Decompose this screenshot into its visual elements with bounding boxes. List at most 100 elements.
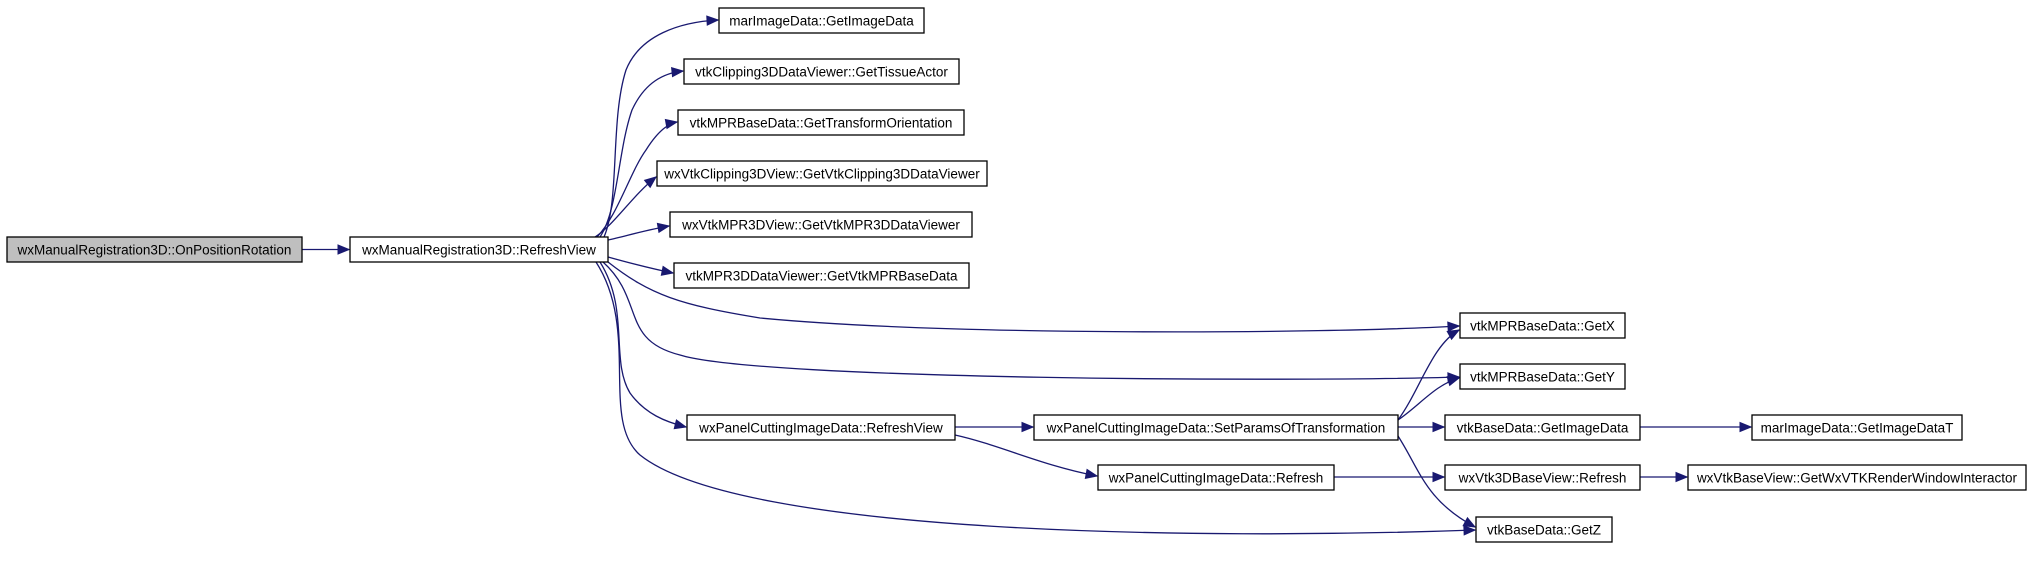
edge-arrowhead xyxy=(1432,421,1446,433)
call-edge-refreshView-to-getVtkMPRBaseData xyxy=(607,256,675,276)
edge-arrowhead xyxy=(1462,516,1477,528)
edge-arrowhead xyxy=(1739,421,1753,433)
edge-arrowhead xyxy=(1432,471,1446,483)
edge-line xyxy=(596,121,678,238)
function-node-get-interactor[interactable]: wxVtkBaseView::GetWxVTKRenderWindowInter… xyxy=(1687,464,2027,491)
call-edge-root-to-refreshView xyxy=(302,244,351,255)
edge-arrowhead xyxy=(1084,468,1099,479)
edge-arrowhead xyxy=(337,244,351,255)
function-node-get-image-data-t[interactable]: marImageData::GetImageDataT xyxy=(1751,414,1963,441)
node-box xyxy=(1475,516,1613,543)
edge-arrowhead xyxy=(1447,321,1461,332)
edge-arrowhead xyxy=(706,15,720,26)
edge-line xyxy=(599,70,684,238)
function-node-get-vtk-m-p-r-base-data[interactable]: vtkMPR3DDataViewer::GetVtkMPRBaseData xyxy=(673,262,970,289)
function-node-root: wxManualRegistration3D::OnPositionRotati… xyxy=(6,236,303,263)
call-edge-refreshView-to-getX xyxy=(607,261,1461,333)
call-edge-refreshView-to-getZ xyxy=(595,261,1477,536)
node-box xyxy=(1687,464,2027,491)
node-box xyxy=(1033,414,1399,441)
node-label: marImageData::GetImageDataT xyxy=(1761,421,1954,436)
function-node-set-params[interactable]: wxPanelCuttingImageData::SetParamsOfTran… xyxy=(1033,414,1399,441)
node-label: wxVtkMPR3DView::GetVtkMPR3DDataViewer xyxy=(681,218,960,233)
call-edge-refreshView-to-marGetImageData xyxy=(603,15,720,238)
function-node-get-vtk-clipping3-d-data-viewer[interactable]: wxVtkClipping3DView::GetVtkClipping3DDat… xyxy=(656,160,988,187)
function-node-base-get-image-data[interactable]: vtkBaseData::GetImageData xyxy=(1444,414,1641,441)
node-box xyxy=(718,7,925,34)
call-edge-baseGetImageData-to-getImageDataT xyxy=(1640,421,1753,433)
node-box xyxy=(6,236,303,263)
call-edge-panelRefreshView-to-setParams xyxy=(955,421,1035,433)
node-box xyxy=(1459,363,1626,390)
node-box xyxy=(656,160,988,187)
edge-arrowhead xyxy=(673,419,688,430)
node-label: wxPanelCuttingImageData::Refresh xyxy=(1108,471,1324,486)
node-box xyxy=(349,236,609,263)
node-label: wxManualRegistration3D::RefreshView xyxy=(361,243,596,258)
call-edge-refreshView-to-panelRefreshView xyxy=(599,261,688,430)
edge-arrowhead xyxy=(664,118,679,130)
call-nodes: wxManualRegistration3D::OnPositionRotati… xyxy=(6,7,2027,543)
edge-arrowhead xyxy=(1675,471,1689,483)
edge-arrowhead xyxy=(1021,421,1035,433)
edge-line xyxy=(599,261,687,428)
call-edge-panelRefresh-to-vtk3DRefresh xyxy=(1334,471,1446,483)
node-label: wxManualRegistration3D::OnPositionRotati… xyxy=(17,243,292,258)
node-label: vtkMPRBaseData::GetX xyxy=(1470,319,1615,334)
edge-line xyxy=(954,434,1098,477)
node-box xyxy=(1459,312,1626,339)
node-box xyxy=(1097,464,1335,491)
call-edges xyxy=(302,15,1753,536)
function-node-get-x[interactable]: vtkMPRBaseData::GetX xyxy=(1459,312,1626,339)
function-node-get-tissue-actor[interactable]: vtkClipping3DDataViewer::GetTissueActor xyxy=(683,58,960,85)
call-edge-setParams-to-baseGetImageData xyxy=(1398,421,1446,433)
function-node-get-transform-orientation[interactable]: vtkMPRBaseData::GetTransformOrientation xyxy=(677,109,965,136)
function-node-get-y[interactable]: vtkMPRBaseData::GetY xyxy=(1459,363,1626,390)
call-edge-refreshView-to-getVtkMPR3DDataViewer xyxy=(607,222,671,241)
call-edge-panelRefreshView-to-panelRefresh xyxy=(954,434,1099,479)
node-label: vtkMPR3DDataViewer::GetVtkMPRBaseData xyxy=(685,269,958,284)
function-node-panel-refresh[interactable]: wxPanelCuttingImageData::Refresh xyxy=(1097,464,1335,491)
node-label: wxVtk3DBaseView::Refresh xyxy=(1458,471,1627,486)
function-node-vtk3-d-refresh[interactable]: wxVtk3DBaseView::Refresh xyxy=(1444,464,1641,491)
edge-arrowhead xyxy=(1446,376,1461,387)
node-box xyxy=(1444,414,1641,441)
call-edge-setParams-to-getY xyxy=(1397,376,1461,421)
node-label: vtkMPRBaseData::GetY xyxy=(1470,370,1615,385)
edge-line xyxy=(603,19,719,238)
function-node-get-z[interactable]: vtkBaseData::GetZ xyxy=(1475,516,1613,543)
edge-arrowhead xyxy=(643,176,658,189)
node-label: wxPanelCuttingImageData::SetParamsOfTran… xyxy=(1046,421,1386,436)
edge-arrowhead xyxy=(1463,525,1477,536)
function-node-refresh-view[interactable]: wxManualRegistration3D::RefreshView xyxy=(349,236,609,263)
node-label: vtkMPRBaseData::GetTransformOrientation xyxy=(690,116,953,131)
function-node-get-vtk-m-p-r3-d-data-viewer[interactable]: wxVtkMPR3DView::GetVtkMPR3DDataViewer xyxy=(669,211,973,238)
edge-arrowhead xyxy=(660,265,675,276)
call-edge-vtk3DRefresh-to-getInteractor xyxy=(1640,471,1689,483)
node-box xyxy=(1751,414,1963,441)
edge-line xyxy=(602,261,1460,380)
function-node-panel-refresh-view[interactable]: wxPanelCuttingImageData::RefreshView xyxy=(686,414,956,441)
node-label: marImageData::GetImageData xyxy=(729,14,914,29)
edge-line xyxy=(595,261,1476,535)
node-label: wxVtkBaseView::GetWxVTKRenderWindowInter… xyxy=(1696,471,2018,486)
edge-line xyxy=(607,261,1460,333)
node-box xyxy=(669,211,973,238)
node-label: vtkBaseData::GetImageData xyxy=(1457,421,1629,436)
edge-arrowhead xyxy=(656,222,671,234)
call-edge-refreshView-to-getTissueActor xyxy=(599,66,685,238)
node-box xyxy=(1444,464,1641,491)
node-box xyxy=(677,109,965,136)
function-node-mar-get-image-data[interactable]: marImageData::GetImageData xyxy=(718,7,925,34)
edge-line xyxy=(1397,435,1476,528)
call-edge-refreshView-to-getTransformOrientation xyxy=(596,118,679,238)
node-label: wxPanelCuttingImageData::RefreshView xyxy=(698,421,943,436)
node-box xyxy=(686,414,956,441)
node-box xyxy=(683,58,960,85)
edge-arrowhead xyxy=(1446,329,1461,341)
node-box xyxy=(673,262,970,289)
node-label: vtkClipping3DDataViewer::GetTissueActor xyxy=(695,65,948,80)
call-edge-refreshView-to-getVtkClipping3DDataViewer xyxy=(594,176,658,238)
node-label: vtkBaseData::GetZ xyxy=(1487,523,1601,538)
